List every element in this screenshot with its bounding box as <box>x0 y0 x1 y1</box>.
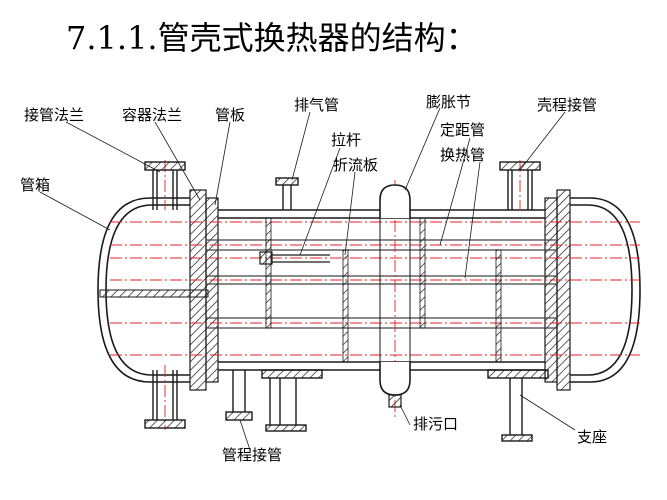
label-vessel-flange: 容器法兰 <box>122 106 182 124</box>
page-title: 7.1.1.管壳式换热器的结构： <box>66 19 478 57</box>
left-tube-sheet <box>189 189 219 391</box>
heat-exchange-tubes <box>206 239 557 329</box>
label-tube-nozzle: 管程接管 <box>222 446 282 464</box>
label-drain-outlet: 排污口 <box>413 415 458 433</box>
right-support <box>487 369 549 442</box>
label-tube-box: 管箱 <box>20 176 50 194</box>
bottom-left-nozzle <box>144 370 186 429</box>
label-expansion-joint: 膨胀节 <box>426 93 471 111</box>
label-heat-exchange-tube: 换热管 <box>440 146 485 164</box>
leader-lines <box>39 107 576 451</box>
label-shell-nozzle: 壳程接管 <box>537 96 597 114</box>
label-support: 支座 <box>577 428 607 446</box>
centerlines <box>110 160 640 430</box>
left-support <box>261 369 323 432</box>
label-tube-flange: 接管法兰 <box>24 106 84 124</box>
label-tie-rod: 拉杆 <box>331 131 361 149</box>
expansion-joint <box>379 184 411 396</box>
bottom-middle-nozzle <box>225 370 253 421</box>
tie-rod <box>259 251 330 265</box>
baffles <box>265 217 502 363</box>
label-tube-sheet: 管板 <box>215 106 245 124</box>
drain-outlet <box>388 394 402 408</box>
right-tube-sheet <box>544 189 571 391</box>
top-left-nozzle <box>144 161 186 210</box>
label-baffle: 折流板 <box>333 156 378 174</box>
vent-pipe <box>275 177 299 210</box>
label-spacer-tube: 定距管 <box>440 121 485 139</box>
label-vent-pipe: 排气管 <box>294 96 339 114</box>
